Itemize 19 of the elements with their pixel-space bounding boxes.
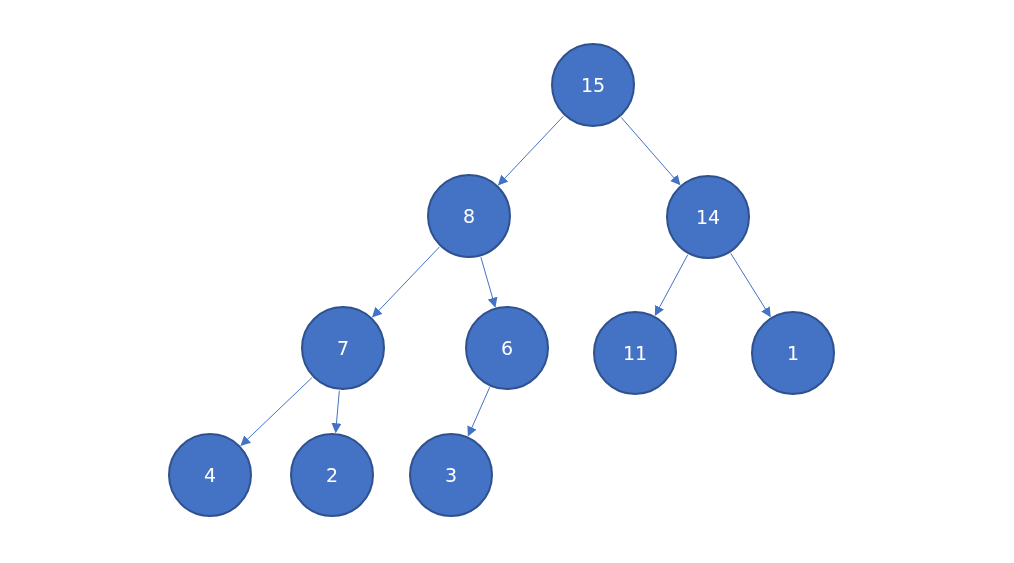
node-value: 1 <box>786 342 800 364</box>
arrow <box>654 254 689 316</box>
arrow <box>372 246 440 318</box>
node-value: 2 <box>325 464 339 486</box>
arrow <box>620 116 681 186</box>
arrow <box>730 253 771 318</box>
node-value: 4 <box>203 464 217 486</box>
arrow <box>240 377 313 446</box>
node-value: 7 <box>336 337 350 359</box>
node-value: 11 <box>622 342 648 364</box>
arrow <box>480 256 498 308</box>
node-value: 6 <box>500 337 514 359</box>
arrow <box>497 115 564 186</box>
node-value: 8 <box>462 205 476 227</box>
arrow <box>331 390 342 434</box>
node-value: 14 <box>695 206 721 228</box>
node-value: 3 <box>444 464 458 486</box>
node-value: 15 <box>580 74 606 96</box>
arrow <box>467 386 491 437</box>
